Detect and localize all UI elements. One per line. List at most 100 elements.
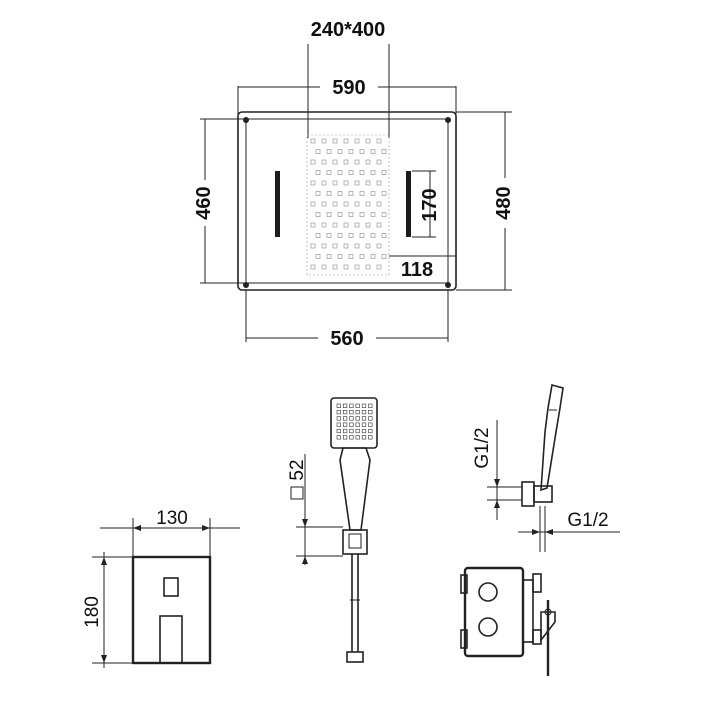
nozzle	[376, 201, 382, 207]
hand-shower-nozzles	[336, 403, 373, 440]
mount-width-label: 560	[330, 328, 363, 350]
nozzle	[365, 180, 371, 186]
side-view: G1/2 G1/2	[460, 383, 620, 676]
nozzle	[315, 233, 321, 238]
nozzle-area	[306, 134, 390, 276]
nozzle	[370, 170, 376, 175]
nozzle	[381, 212, 387, 217]
hand-nozzle	[368, 409, 373, 415]
mount-height-label: 460	[193, 186, 215, 219]
hand-nozzle	[355, 422, 360, 427]
nozzle	[310, 201, 316, 207]
nozzle	[332, 264, 338, 270]
nozzle	[315, 170, 321, 175]
hand-nozzle	[349, 416, 354, 421]
inlet-upper-label: G1/2	[472, 427, 493, 468]
nozzle	[343, 201, 349, 207]
nozzle	[354, 243, 360, 249]
nozzle	[315, 254, 321, 259]
hand-nozzle	[368, 416, 373, 421]
hand-shower-profile	[540, 383, 564, 492]
valve-port-lower	[478, 617, 498, 637]
nozzle	[326, 170, 332, 175]
nozzle	[354, 180, 360, 186]
nozzle	[354, 159, 360, 165]
valve-port-upper	[478, 582, 498, 602]
hand-nozzle	[355, 435, 360, 440]
nozzle	[370, 212, 376, 217]
nozzle-grid	[310, 138, 387, 270]
nozzle	[354, 264, 360, 270]
nozzle	[354, 138, 360, 144]
nozzle	[343, 264, 349, 270]
hand-nozzle	[349, 435, 354, 440]
nozzle	[348, 212, 354, 217]
nozzle	[321, 222, 327, 228]
inlet-lower-label: G1/2	[567, 510, 608, 531]
nozzle	[370, 233, 376, 238]
hand-nozzle	[342, 403, 348, 408]
nozzle	[343, 222, 349, 228]
hand-nozzle	[336, 435, 341, 440]
square-symbol	[290, 486, 304, 500]
nozzle	[365, 159, 371, 165]
nozzle	[326, 233, 332, 238]
hand-nozzle	[336, 403, 341, 408]
nozzle	[370, 149, 376, 154]
nozzle	[321, 138, 327, 144]
nozzle	[370, 191, 376, 196]
holder-bracket	[342, 529, 368, 555]
hand-nozzle	[349, 428, 354, 434]
nozzle	[321, 159, 327, 165]
nozzle	[354, 222, 360, 228]
nozzle	[326, 191, 332, 196]
nozzle	[315, 149, 321, 154]
nozzle	[359, 212, 365, 217]
nozzle	[332, 201, 338, 207]
nozzle	[321, 201, 327, 207]
hand-nozzle	[355, 416, 360, 421]
nozzle	[381, 191, 387, 196]
panel-inner	[245, 118, 449, 284]
nozzle	[326, 254, 332, 259]
hand-nozzle	[342, 422, 348, 427]
light-strip-right	[406, 171, 411, 237]
edge-offset-label: 118	[401, 259, 433, 281]
hand-shower-view: 52	[287, 397, 378, 663]
nozzle	[348, 254, 354, 259]
hand-nozzle	[349, 403, 354, 408]
nozzle	[381, 254, 387, 259]
nozzle	[343, 138, 349, 144]
hand-nozzle	[336, 416, 341, 421]
nozzle-area-label: 240*400	[311, 19, 386, 41]
hand-nozzle	[368, 428, 373, 434]
nozzle	[332, 159, 338, 165]
nozzle	[310, 243, 316, 249]
nozzle	[376, 159, 382, 165]
nozzle	[337, 212, 343, 217]
nozzle	[348, 170, 354, 175]
hand-nozzle	[361, 403, 367, 408]
panel-outer	[237, 111, 457, 291]
nozzle	[337, 170, 343, 175]
nozzle	[348, 149, 354, 154]
nozzle	[376, 264, 382, 270]
hand-nozzle	[336, 422, 341, 427]
hand-nozzle	[349, 422, 354, 427]
hand-nozzle	[361, 428, 367, 434]
nozzle	[365, 222, 371, 228]
nozzle	[321, 264, 327, 270]
nozzle	[315, 212, 321, 217]
nozzle	[381, 170, 387, 175]
light-strip-left	[275, 171, 280, 237]
valve-plate	[131, 555, 212, 665]
nozzle	[348, 233, 354, 238]
hand-nozzle	[368, 435, 373, 440]
hand-nozzle	[361, 409, 367, 415]
nozzle	[354, 201, 360, 207]
outer-height-label: 480	[493, 186, 515, 219]
nozzle	[310, 264, 316, 270]
nozzle	[310, 159, 316, 165]
nozzle	[359, 254, 365, 259]
